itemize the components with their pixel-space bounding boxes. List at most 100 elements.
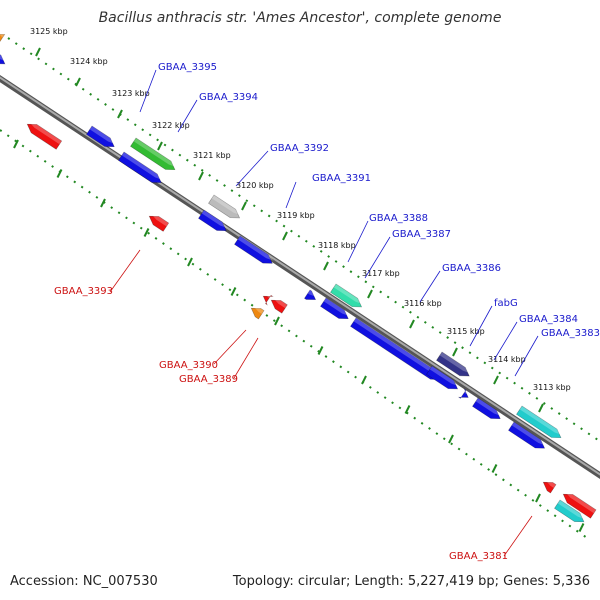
tick-label: 3121 kbp xyxy=(193,151,231,160)
gene-arrow xyxy=(234,235,274,264)
gene-body xyxy=(0,33,6,44)
gene-body xyxy=(262,294,274,306)
gene-label: GBAA_3387 xyxy=(392,229,451,240)
callout-line xyxy=(285,181,297,209)
gene-shine xyxy=(353,318,442,378)
gene-arrow xyxy=(262,293,274,306)
tick-mark xyxy=(282,231,288,241)
tick-mark xyxy=(323,261,329,271)
gene-body xyxy=(436,351,470,377)
tick-mark xyxy=(317,346,324,355)
gene-label: GBAA_3393 xyxy=(54,286,113,297)
gene-arrow xyxy=(198,209,228,232)
gene-label: GBAA_3394 xyxy=(199,92,258,103)
gene-shine xyxy=(272,297,288,309)
callout-line xyxy=(493,321,518,361)
tick-mark xyxy=(448,434,454,444)
accession-text: Accession: NC_007530 xyxy=(10,574,158,589)
tick-label: 3114 kbp xyxy=(488,355,526,364)
tick-mark xyxy=(187,257,193,267)
gene-arrow xyxy=(554,499,586,523)
gene-body xyxy=(118,151,162,183)
gene-arrow xyxy=(457,388,470,399)
gene-arrow xyxy=(436,351,471,377)
topology-summary: Topology: circular; Length: 5,227,419 bp… xyxy=(232,574,590,589)
tick-mark xyxy=(538,403,544,413)
gene-shine xyxy=(323,298,350,317)
backbone-highlight xyxy=(0,76,600,476)
gene-body xyxy=(542,481,557,494)
gene-shine xyxy=(252,305,265,314)
callout-line xyxy=(109,249,141,293)
gene-shine xyxy=(557,500,586,520)
gene-shine xyxy=(333,284,364,305)
gene-body xyxy=(0,51,6,65)
gene-shine xyxy=(201,210,228,229)
gene-arrow xyxy=(320,297,350,320)
gene-label: GBAA_3381 xyxy=(449,551,508,562)
tick-mark xyxy=(452,347,458,357)
tick-mark xyxy=(535,493,541,503)
gene-body xyxy=(554,499,585,523)
tick-mark xyxy=(578,523,585,532)
gene-arrow xyxy=(118,151,163,183)
callout-line xyxy=(469,305,493,347)
gene-arrow xyxy=(426,365,460,390)
tick-mark xyxy=(198,171,204,181)
tick-mark xyxy=(230,287,237,296)
tick-label: 3120 kbp xyxy=(236,181,274,190)
gene-body xyxy=(508,421,546,449)
gene-body xyxy=(320,297,349,320)
gene-body xyxy=(130,137,176,171)
gene-body xyxy=(234,235,273,264)
tick-mark xyxy=(100,198,106,208)
gene-body xyxy=(250,307,265,320)
tick-mark xyxy=(117,109,123,119)
tick-mark xyxy=(274,316,280,326)
gene-label: GBAA_3392 xyxy=(270,143,329,154)
gene-shine xyxy=(429,366,460,387)
gene-arrow xyxy=(508,421,547,449)
tick-label: 3115 kbp xyxy=(447,327,485,336)
tick-label: 3124 kbp xyxy=(70,57,108,66)
gene-body xyxy=(86,125,115,148)
callout-line xyxy=(419,270,441,303)
tick-label: 3116 kbp xyxy=(404,299,442,308)
gene-shine xyxy=(28,121,62,145)
tick-label: 3118 kbp xyxy=(318,241,356,250)
gene-arrow xyxy=(0,31,6,44)
gene-arrow xyxy=(516,405,563,439)
callout-line xyxy=(233,337,259,379)
gene-shine xyxy=(121,152,163,181)
gene-label: GBAA_3384 xyxy=(519,314,578,325)
gene-arrow xyxy=(472,397,502,420)
gene-arrow xyxy=(148,213,170,232)
tick-mark xyxy=(493,375,499,385)
tick-mark xyxy=(404,405,411,414)
gene-body xyxy=(330,283,363,308)
callout-line xyxy=(503,515,533,557)
tick-label: 3125 kbp xyxy=(30,27,68,36)
gene-arrow xyxy=(26,121,63,150)
gene-body xyxy=(562,493,597,519)
gene-body xyxy=(457,388,469,399)
tick-mark xyxy=(409,319,415,329)
gene-body xyxy=(208,194,241,219)
gene-arrow xyxy=(86,125,116,148)
gene-shine xyxy=(264,293,273,300)
tick-label: 3119 kbp xyxy=(277,211,315,220)
callout-line xyxy=(177,99,198,133)
gene-shine xyxy=(462,388,470,395)
tick-mark xyxy=(491,464,498,473)
callout-line xyxy=(235,150,269,187)
gene-label: GBAA_3388 xyxy=(369,213,428,224)
callout-line xyxy=(514,335,539,377)
gene-shine xyxy=(0,52,7,62)
gene-shine xyxy=(511,422,547,446)
scale-line-lower xyxy=(0,129,591,541)
gene-shine xyxy=(150,213,169,227)
gene-body xyxy=(426,365,459,390)
gene-shine xyxy=(519,406,563,436)
tick-label: 3113 kbp xyxy=(533,383,571,392)
